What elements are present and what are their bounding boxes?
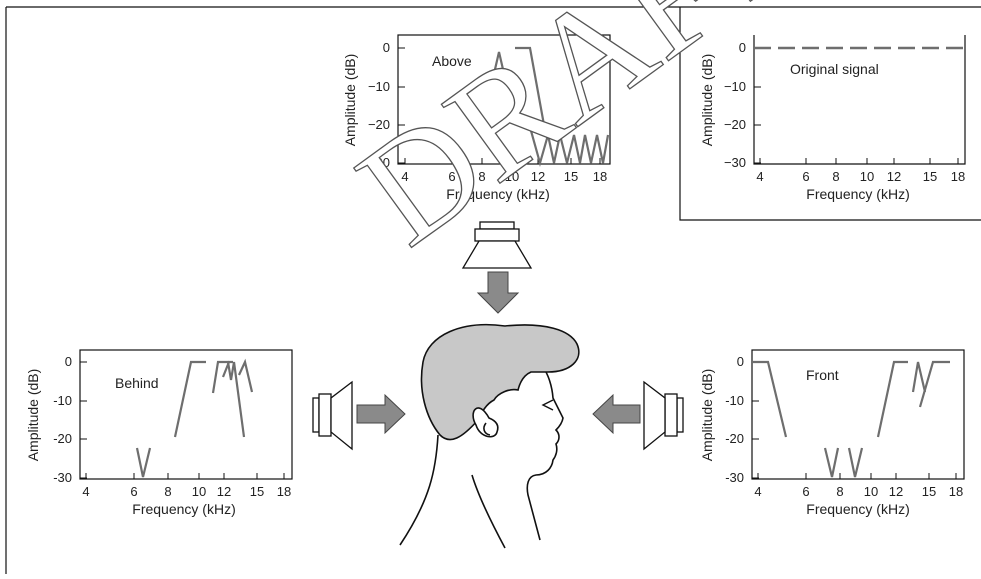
loudspeaker-icon: [643, 380, 684, 451]
plot-frame: [751, 349, 965, 480]
y-axis-label: Amplitude (dB): [699, 54, 715, 147]
loudspeaker-icon: [461, 221, 533, 269]
xtick-10: 10: [864, 484, 878, 499]
xtick-12: 12: [889, 484, 903, 499]
ytick-2: −20: [368, 117, 390, 132]
plot-frame: [397, 34, 611, 165]
ytick-3: −30: [368, 155, 390, 170]
plot-frame: [79, 349, 293, 480]
xtick-4: 4: [401, 169, 408, 184]
xtick-18: 18: [951, 169, 965, 184]
response-curve: [752, 360, 950, 478]
x-axis-label: Frequency (kHz): [132, 501, 235, 517]
ytick-0: 0: [737, 354, 744, 369]
x-axis-label: Frequency (kHz): [806, 186, 909, 202]
plot-behind: 0 -10 -20 -30 4 6 8 10 12 15 18 Frequenc…: [25, 349, 293, 517]
xtick-4: 4: [756, 169, 763, 184]
ytick-3: −30: [724, 155, 746, 170]
draft-watermark: DRAFT: [329, 0, 826, 277]
direction-arrow-icon: [356, 393, 406, 435]
y-axis-label: Amplitude (dB): [699, 369, 715, 462]
response-curve: [491, 46, 610, 168]
xtick-8: 8: [164, 484, 171, 499]
response-curve: [135, 358, 254, 478]
xtick-8: 8: [478, 169, 485, 184]
ytick-2: −20: [724, 117, 746, 132]
ytick-1: −10: [724, 79, 746, 94]
xtick-6: 6: [802, 169, 809, 184]
xtick-12: 12: [217, 484, 231, 499]
direction-arrow-icon: [476, 271, 520, 314]
ytick-0: 0: [383, 40, 390, 55]
ytick-1: −10: [368, 79, 390, 94]
xtick-18: 18: [949, 484, 963, 499]
ytick-3: -30: [725, 470, 744, 485]
ytick-2: -20: [53, 431, 72, 446]
x-axis-label: Frequency (kHz): [446, 186, 549, 202]
xtick-8: 8: [836, 484, 843, 499]
xtick-12: 12: [887, 169, 901, 184]
xtick-6: 6: [130, 484, 137, 499]
plot-title-above: Above: [432, 53, 472, 69]
xtick-8: 8: [832, 169, 839, 184]
x-axis-label: Frequency (kHz): [806, 501, 909, 517]
watermark-text: DRAFT: [330, 0, 825, 277]
plot-title-behind: Behind: [115, 375, 159, 391]
ytick-3: -30: [53, 470, 72, 485]
xtick-6: 6: [802, 484, 809, 499]
xtick-15: 15: [923, 169, 937, 184]
xtick-6: 6: [448, 169, 455, 184]
xtick-4: 4: [82, 484, 89, 499]
plot-title-front: Front: [806, 367, 839, 383]
xtick-4: 4: [754, 484, 761, 499]
xtick-10: 10: [860, 169, 874, 184]
xtick-12: 12: [531, 169, 545, 184]
y-axis-label: Amplitude (dB): [25, 369, 41, 462]
xtick-15: 15: [250, 484, 264, 499]
ytick-1: -10: [53, 393, 72, 408]
xtick-18: 18: [277, 484, 291, 499]
xtick-15: 15: [564, 169, 578, 184]
xtick-10: 10: [505, 169, 519, 184]
ytick-0: 0: [739, 40, 746, 55]
xtick-18: 18: [593, 169, 607, 184]
outer-frame: [5, 6, 981, 574]
xtick-15: 15: [922, 484, 936, 499]
listener-head-icon: [399, 323, 580, 549]
ytick-1: -10: [725, 393, 744, 408]
plot-front: 0 -10 -20 -30 4 6 8 10 12 15 18 Frequenc…: [699, 349, 965, 517]
direction-arrow-icon: [592, 393, 641, 435]
plot-title-original: Original signal: [790, 61, 879, 77]
original-signal-box: [679, 7, 981, 221]
ytick-2: -20: [725, 431, 744, 446]
ytick-0: 0: [65, 354, 72, 369]
plot-original: 0 −10 −20 −30 4 6 8 10 12 15 18 Frequenc…: [699, 35, 966, 202]
loudspeaker-icon: [312, 380, 353, 451]
y-axis-label: Amplitude (dB): [342, 54, 358, 147]
xtick-10: 10: [192, 484, 206, 499]
plot-above: 0 −10 −20 −30 4 6 8 10 12 15 18 Frequenc…: [342, 34, 611, 202]
plot-frame: [753, 35, 966, 165]
